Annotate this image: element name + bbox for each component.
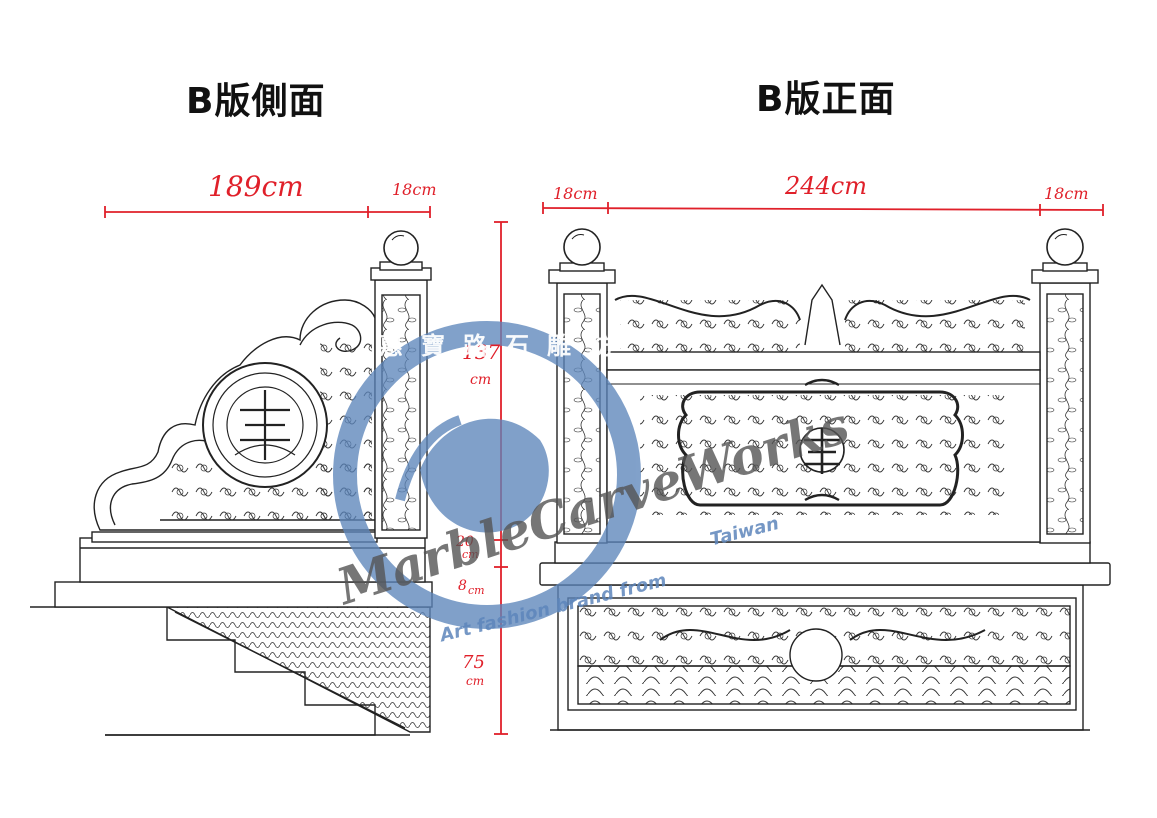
front-dragon-frieze <box>606 283 1041 371</box>
watermark-emblem <box>420 418 549 533</box>
side-post <box>370 230 432 539</box>
front-view-title: B版正面 <box>756 79 896 120</box>
height-base-unit: cm <box>466 674 485 688</box>
height-mid-value: 20 <box>456 534 474 550</box>
height-total-value: 137 <box>462 340 501 364</box>
height-band-value: 8 <box>458 578 467 594</box>
front-view-drawing <box>539 228 1111 731</box>
height-total-unit: cm <box>470 372 492 388</box>
watermark <box>333 321 641 629</box>
side-steps <box>30 606 431 736</box>
height-band-unit: cm <box>468 584 485 597</box>
side-width-label: 189cm <box>208 170 304 203</box>
height-base-value: 75 <box>462 652 485 673</box>
front-right-post <box>1031 228 1099 544</box>
side-view-title: B版側面 <box>186 81 326 122</box>
side-post-label: 18cm <box>392 180 437 199</box>
front-right-post-label: 18cm <box>1044 184 1089 203</box>
front-slab <box>539 541 1111 586</box>
front-left-post <box>548 228 616 544</box>
side-view-drawing <box>30 230 433 736</box>
front-left-post-label: 18cm <box>553 184 598 203</box>
side-cloud-panel <box>93 299 376 531</box>
watermark-ring <box>333 321 641 629</box>
height-mid-unit: cm <box>462 548 479 561</box>
watermark-chinese-name: 惠寶路石雕坊 <box>379 332 631 360</box>
front-center-panel <box>606 369 1041 543</box>
front-base <box>550 584 1090 731</box>
front-width-label: 244cm <box>785 172 868 200</box>
